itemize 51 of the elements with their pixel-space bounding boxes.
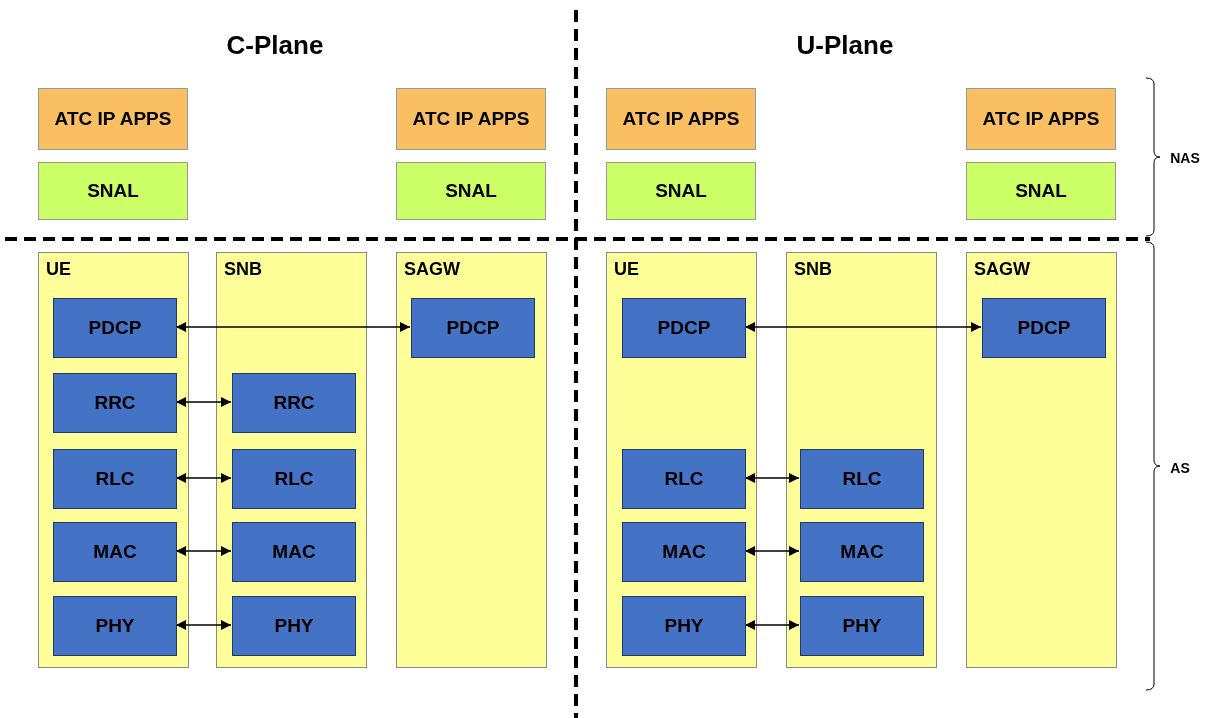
protocol-layer-box: MAC bbox=[53, 522, 177, 582]
protocol-layer-box: RLC bbox=[800, 449, 924, 509]
entity-panel bbox=[396, 252, 547, 668]
double-arrow bbox=[175, 322, 411, 332]
app-layer-box: ATC IP APPS bbox=[396, 88, 546, 150]
app-layer-box: ATC IP APPS bbox=[606, 88, 756, 150]
snal-layer-box: SNAL bbox=[38, 162, 188, 220]
protocol-layer-box: PDCP bbox=[53, 298, 177, 358]
column-heading: SNB bbox=[794, 259, 832, 280]
snal-layer-box: SNAL bbox=[396, 162, 546, 220]
double-arrow bbox=[175, 620, 232, 630]
protocol-layer-box: PDCP bbox=[411, 298, 535, 358]
double-arrow bbox=[744, 473, 800, 483]
app-layer-box: ATC IP APPS bbox=[966, 88, 1116, 150]
double-arrow bbox=[744, 620, 800, 630]
protocol-layer-box: RLC bbox=[232, 449, 356, 509]
protocol-layer-box: RRC bbox=[232, 373, 356, 433]
double-arrow bbox=[744, 322, 982, 332]
entity-panel bbox=[216, 252, 367, 668]
double-arrow bbox=[175, 546, 232, 556]
app-layer-box: ATC IP APPS bbox=[38, 88, 188, 150]
protocol-layer-box: MAC bbox=[232, 522, 356, 582]
protocol-layer-box: RRC bbox=[53, 373, 177, 433]
column-heading: UE bbox=[614, 259, 639, 280]
column-heading: SAGW bbox=[974, 259, 1030, 280]
protocol-layer-box: MAC bbox=[800, 522, 924, 582]
snal-layer-box: SNAL bbox=[606, 162, 756, 220]
entity-panel bbox=[38, 252, 189, 668]
brace-label: AS bbox=[1170, 460, 1190, 476]
entity-panel bbox=[786, 252, 937, 668]
protocol-layer-box: PHY bbox=[800, 596, 924, 656]
column-heading: SNB bbox=[224, 259, 262, 280]
protocol-layer-box: PHY bbox=[232, 596, 356, 656]
protocol-layer-box: RLC bbox=[622, 449, 746, 509]
column-heading: UE bbox=[46, 259, 71, 280]
double-arrow bbox=[175, 473, 232, 483]
protocol-layer-box: PHY bbox=[53, 596, 177, 656]
plane-heading: U-Plane bbox=[796, 29, 894, 61]
snal-layer-box: SNAL bbox=[966, 162, 1116, 220]
brace-label: NAS bbox=[1170, 150, 1200, 166]
protocol-layer-box: PDCP bbox=[982, 298, 1106, 358]
column-heading: SAGW bbox=[404, 259, 460, 280]
protocol-layer-box: PDCP bbox=[622, 298, 746, 358]
double-arrow bbox=[744, 546, 800, 556]
protocol-layer-box: MAC bbox=[622, 522, 746, 582]
plane-heading: C-Plane bbox=[226, 29, 324, 61]
entity-panel bbox=[606, 252, 757, 668]
entity-panel bbox=[966, 252, 1117, 668]
double-arrow bbox=[175, 397, 232, 407]
protocol-layer-box: PHY bbox=[622, 596, 746, 656]
protocol-layer-box: RLC bbox=[53, 449, 177, 509]
